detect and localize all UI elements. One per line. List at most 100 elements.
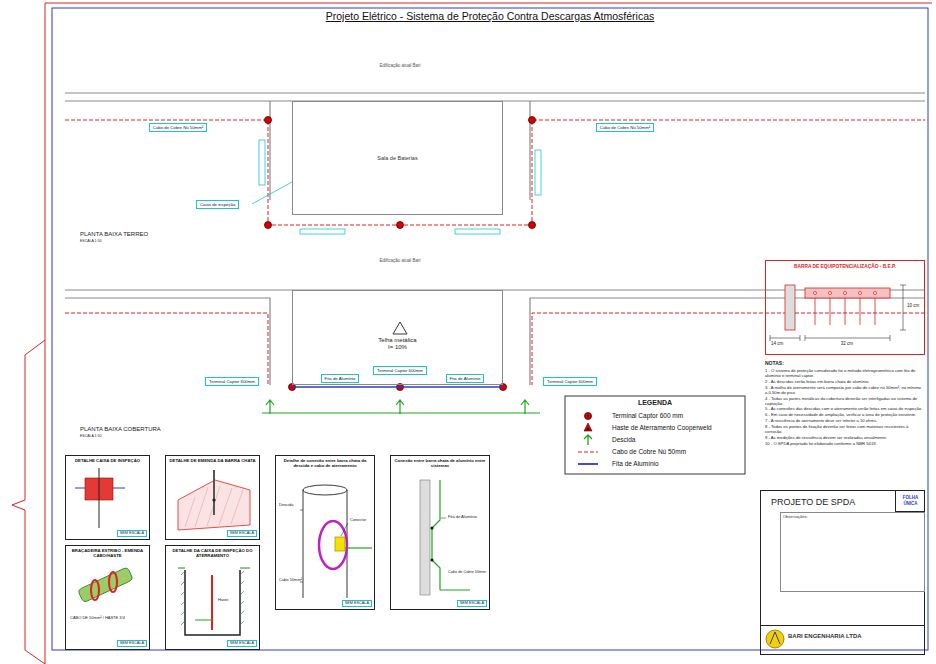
detail-box: Detalhe de conexão entre barra chata da …	[275, 455, 375, 610]
view-title: PLANTA BAIXA COBERTURA	[80, 426, 161, 433]
company-cell: BARI ENGENHARIA LTDA	[760, 625, 925, 655]
cable-callout-mark	[252, 140, 541, 234]
dimension-text: 10 cm	[907, 303, 919, 308]
roof-slope-mark	[393, 322, 407, 334]
detail-bar-splice	[212, 498, 215, 501]
node-label: Cabo de Cobre Nú 50mm²	[600, 125, 650, 130]
drawing-title: Projeto Elétrico - Sistema de Proteção C…	[52, 10, 928, 23]
air-terminal	[265, 117, 272, 124]
sheet-frame	[45, 3, 932, 4]
detail-clamp	[91, 580, 99, 600]
part-label: Haste	[218, 598, 228, 603]
legend-text: Descida	[612, 436, 635, 444]
terminal-callout: Terminal Captor 600mm	[373, 366, 427, 375]
company-logo	[766, 630, 784, 648]
sheet-frame	[45, 3, 46, 664]
legend-box	[565, 396, 745, 474]
detail-box: BRAÇADEIRA ESTRIBO - EMENDA CABO/HASTE SE…	[65, 545, 150, 650]
node-label: DETALHE CAIXA DE INSPEÇÃO	[66, 456, 149, 463]
detail-ground-pit	[185, 570, 240, 635]
note-text: 9 - As medições de resistência devem ser…	[765, 435, 923, 440]
note-text: 6 - Em caso de necessidade de ampliação,…	[765, 412, 923, 417]
notes-title: NOTAS:	[765, 360, 784, 366]
legend-symbol	[578, 413, 598, 465]
cable-callout-mark	[535, 150, 541, 195]
note-text: 8 - Todos os pontos de fixação deverão s…	[765, 424, 923, 434]
detail-strip-junction	[441, 518, 446, 519]
detail-pole-connection	[341, 523, 348, 536]
dimension-line	[770, 285, 906, 341]
bep-detail-box: BARRA DE EQUIPOTENCIALIZAÇÃO - B.E.P.	[765, 260, 925, 355]
node-label: BRAÇADEIRA ESTRIBO - EMENDA CABO/HASTE	[66, 546, 149, 558]
node-sublabel: SEM ESCALA	[457, 600, 487, 607]
node-label: Sala de Baterias	[377, 155, 417, 162]
notes-cell: Observações:	[780, 512, 925, 592]
node-label: Fita de Alumínio	[450, 376, 481, 381]
sheet-frame	[52, 8, 928, 650]
detail-inspection-box	[99, 468, 100, 528]
down-conductor	[521, 400, 529, 414]
part-label: Descida	[279, 503, 293, 508]
detail-clamp	[109, 572, 117, 592]
copper-cable	[65, 120, 925, 225]
note-text: 1 - O sistema de proteção considerado fo…	[765, 368, 923, 378]
legend-text: Cabo de Cobre Nú 50mm	[612, 448, 686, 456]
part-label: Cabo de Cobre 50mm²	[448, 570, 487, 575]
node-label: FOLHA ÚNICA	[896, 495, 925, 506]
note-text: 4 - Todas as partes metálicas da cobertu…	[765, 396, 923, 406]
copper-cable	[65, 313, 268, 385]
scale-text: ESCALA 1:50	[80, 239, 101, 243]
node-sublabel: SEM ESCALA	[117, 530, 147, 537]
title-block: PROJETO DE SPDAFOLHA ÚNICAObservações:BA…	[760, 490, 925, 655]
legend-symbol	[584, 435, 592, 445]
part-label: Conector	[350, 518, 366, 523]
node-sublabel: SEM ESCALA	[117, 640, 147, 647]
dimension-text: 32 cm	[841, 341, 853, 346]
detail-strip-junction	[420, 480, 430, 595]
building-outline	[530, 298, 925, 385]
node-label: Telha metálica	[293, 337, 502, 344]
node-label: Terminal Captor 600mm	[547, 379, 593, 384]
cable-callout-mark	[455, 229, 500, 234]
bep-bar-drawing	[815, 298, 875, 325]
node-sublabel: I= 10%	[293, 344, 502, 351]
legend-symbol	[578, 463, 598, 465]
company-logo	[770, 632, 780, 644]
building-outline	[529, 101, 530, 200]
detail-strip-junction	[431, 559, 434, 562]
copper-cable	[532, 313, 925, 385]
legend-title: LEGENDA	[638, 399, 672, 407]
detail-bar-splice	[213, 470, 215, 515]
down-conductor	[262, 412, 540, 413]
air-terminal	[529, 222, 536, 229]
dimension-line	[770, 335, 800, 341]
detail-strip-junction	[432, 480, 440, 590]
legend-text: Fita de Alumínio	[612, 460, 659, 468]
detail-inspection-box	[75, 488, 125, 489]
company-logo	[766, 630, 784, 648]
detail-box: DETALHE DA CAIXA DE INSPEÇÃO DO ATERRAME…	[165, 545, 260, 650]
dimension-text: 14 cm	[771, 341, 783, 346]
part-label: Cabo 50mm²	[279, 578, 302, 583]
part-label: CABO DE 50mm² / HASTE 3/4	[70, 616, 125, 621]
down-conductor	[396, 400, 404, 414]
terminal-callout: Terminal Captor 600mm	[543, 377, 597, 386]
detail-ground-pit	[211, 575, 213, 630]
building-room: Sala de Baterias	[292, 101, 503, 215]
detail-bar-splice	[178, 470, 250, 530]
detail-pole-connection	[300, 485, 372, 598]
node-sublabel: SEM ESCALA	[342, 600, 372, 607]
legend-symbol	[587, 428, 590, 431]
bep-bar-drawing	[785, 285, 795, 330]
detail-ground-pit	[178, 568, 250, 635]
building-outline	[65, 93, 925, 385]
detail-ground-pit	[178, 568, 250, 569]
building-name: Edificação atual Bari	[379, 258, 420, 263]
note-text: 7 - A resistência de aterramento deve se…	[765, 418, 923, 423]
node-label: BARRA DE EQUIPOTENCIALIZAÇÃO - B.E.P.	[766, 261, 924, 270]
bep-bar-drawing	[874, 292, 877, 295]
detail-pole-connection	[345, 547, 372, 548]
note-text: 3 - A malha de aterramento será composta…	[765, 385, 923, 395]
detail-clamp	[78, 567, 134, 603]
